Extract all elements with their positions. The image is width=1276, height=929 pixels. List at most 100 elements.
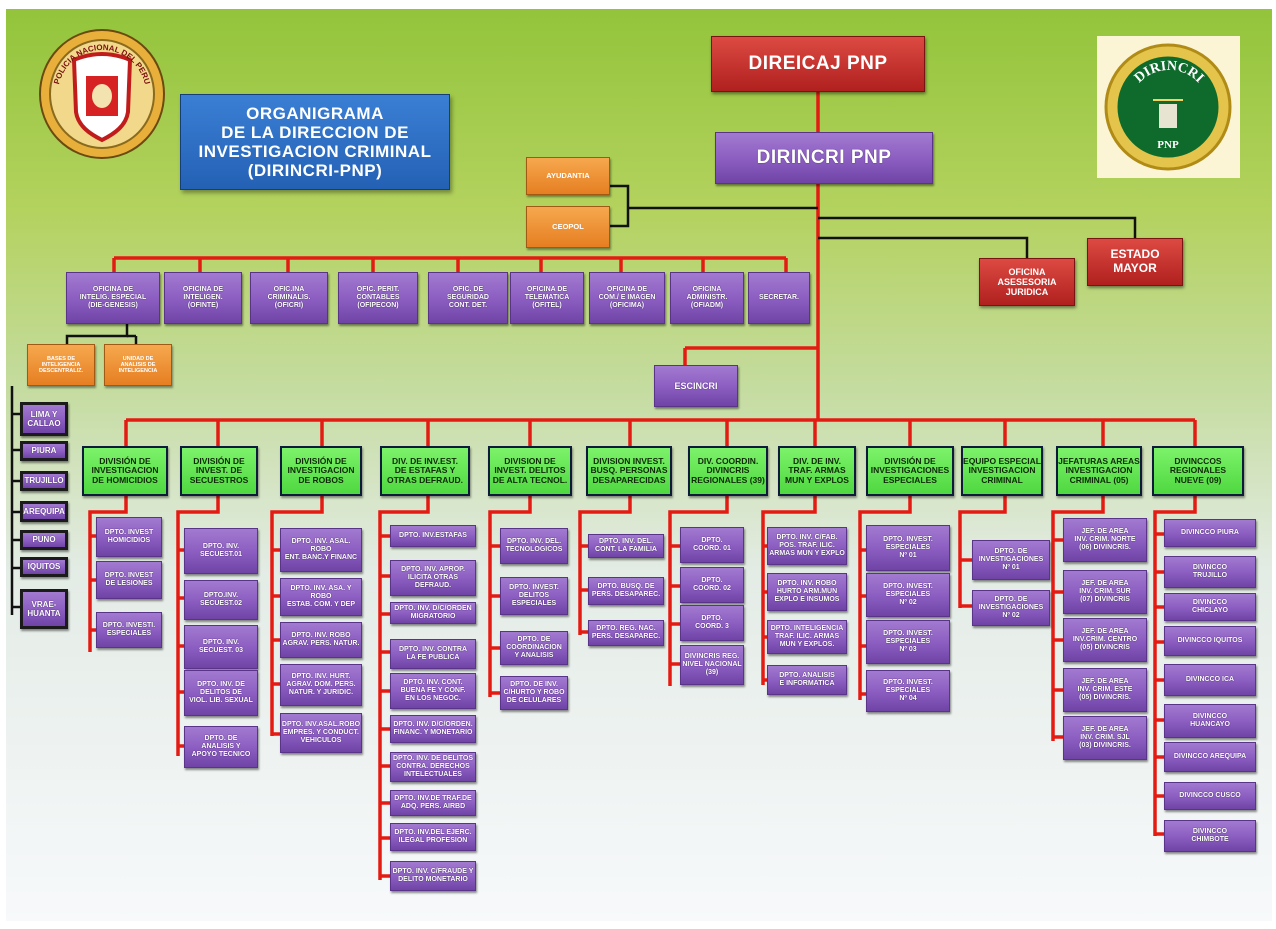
dept-box-9-3: DPTO. INVEST. ESPECIALES Nº 03 xyxy=(866,620,950,664)
dept-box-8-3: DPTO. INTELIGENCIA TRAF. ILIC. ARMAS MUN… xyxy=(767,620,847,654)
oficina-box-1: OFICINA DE INTELIG. ESPECIAL (DIE-GENESI… xyxy=(66,272,160,324)
dept-box-4-4: DPTO. INV. CONTRA LA FE PUBLICA xyxy=(390,639,476,669)
box-ayudantia: AYUDANTIA xyxy=(526,157,610,195)
dept-box-12-1: DIVINCCO PIURA xyxy=(1164,519,1256,547)
dept-box-6-2: DPTO. BUSQ. DE PERS. DESAPAREC. xyxy=(588,577,664,605)
dept-box-4-8: DPTO. INV.DE TRAF.DE ADQ. PERS. AIRBD xyxy=(390,790,476,816)
division-box-5: DIVISION DE INVEST. DELITOS DE ALTA TECN… xyxy=(488,446,572,496)
box-asesoria-juridica: OFICINA ASESESORIA JURIDICA xyxy=(979,258,1075,306)
dept-box-8-4: DPTO. ANALISIS E INFORMATICA xyxy=(767,665,847,695)
dept-box-5-1: DPTO. INV. DEL. TECNOLOGICOS xyxy=(500,528,568,564)
city-box-6: IQUITOS xyxy=(20,557,68,577)
dept-box-7-4: DIVINCRIS REG. NIVEL NACIONAL (39) xyxy=(680,645,744,685)
city-box-3: TRUJILLO xyxy=(20,471,68,491)
dept-box-12-6: DIVINCCO HUANCAYO xyxy=(1164,704,1256,738)
division-box-12: DIVINCCOS REGIONALES NUEVE (09) xyxy=(1152,446,1244,496)
right-logo-pnp-text: PNP xyxy=(1157,139,1179,151)
city-box-4: AREQUIPA xyxy=(20,501,68,522)
dept-box-7-3: DPTO. COORD. 3 xyxy=(680,605,744,641)
dept-box-2-2: DPTO.INV. SECUEST.02 xyxy=(184,580,258,620)
dept-box-12-3: DIVINCCO CHICLAYO xyxy=(1164,593,1256,621)
division-box-11: JEFATURAS AREAS INVESTIGACION CRIMINAL (… xyxy=(1056,446,1142,496)
dept-box-8-2: DPTO. INV. ROBO HURTO ARM.MUN EXPLO E IN… xyxy=(767,573,847,611)
oficina-box-4: OFIC. PERIT. CONTABLES (OFIPECON) xyxy=(338,272,418,324)
dept-box-12-5: DIVINCCO ICA xyxy=(1164,664,1256,696)
oficina-box-8: OFICINA ADMINISTR. (OFIADM) xyxy=(670,272,744,324)
dept-box-12-4: DIVINCCO IQUITOS xyxy=(1164,626,1256,656)
dept-box-1-3: DPTO. INVESTI. ESPECIALES xyxy=(96,612,162,648)
dept-box-8-1: DPTO. INV. C/FAB. POS. TRAF. ILIC. ARMAS… xyxy=(767,527,847,565)
dept-box-3-4: DPTO. INV. HURT. AGRAV. DOM. PERS. NATUR… xyxy=(280,664,362,706)
dept-box-3-3: DPTO. INV. ROBO AGRAV. PERS. NATUR. xyxy=(280,622,362,658)
dept-box-6-3: DPTO. REG. NAC. PERS. DESAPAREC. xyxy=(588,620,664,646)
dept-box-3-2: DPTO. INV. ASA. Y ROBO ESTAB. COM. Y DEP xyxy=(280,578,362,616)
box-ceopol: CEOPOL xyxy=(526,206,610,248)
division-box-4: DIV. DE INV.EST. DE ESTAFAS Y OTRAS DEFR… xyxy=(380,446,470,496)
box-escincri: ESCINCRI xyxy=(654,365,738,407)
city-box-1: LIMA Y CALLAO xyxy=(20,402,68,436)
dept-box-9-1: DPTO. INVEST. ESPECIALES Nº 01 xyxy=(866,525,950,571)
pnp-shield-logo: POLICIA NACIONAL DEL PERU xyxy=(36,26,168,160)
dept-box-2-5: DPTO. DE ANALISIS Y APOYO TECNICO xyxy=(184,726,258,768)
division-box-6: DIVISION INVEST. BUSQ. PERSONAS DESAPARE… xyxy=(586,446,672,496)
dept-box-5-2: DPTO. INVEST. DELITOS ESPECIALES xyxy=(500,577,568,615)
dept-box-3-5: DPTO. INV.ASAL.ROBO EMPRES. Y CONDUCT. V… xyxy=(280,713,362,753)
city-box-7: VRAE- HUANTA xyxy=(20,589,68,629)
dept-box-4-5: DPTO. INV. CONT. BUENA FE Y CONF. EN LOS… xyxy=(390,673,476,709)
dept-box-12-9: DIVINCCO CHIMBOTE xyxy=(1164,820,1256,852)
dept-box-1-2: DPTO. INVEST DE LESIONES xyxy=(96,561,162,599)
dept-box-11-3: JEF. DE AREA INV.CRIM. CENTRO (05) DIVIN… xyxy=(1063,618,1147,662)
dirincri-emblem-logo: DIRINCRI PNP xyxy=(1097,36,1240,178)
box-direicaj: DIREICAJ PNP xyxy=(711,36,925,92)
dept-box-11-2: JEF. DE AREA INV. CRIM. SUR (07) DIVINCR… xyxy=(1063,570,1147,614)
division-box-1: DIVISIÓN DE INVESTIGACION DE HOMICIDIOS xyxy=(82,446,168,496)
dept-box-2-4: DPTO. INV. DE DELITOS DE VIOL. LIB. SEXU… xyxy=(184,670,258,716)
dept-box-4-1: DPTO. INV.ESTAFAS xyxy=(390,525,476,547)
dept-box-9-2: DPTO. INVEST. ESPECIALES Nº 02 xyxy=(866,573,950,617)
box-estado-mayor: ESTADO MAYOR xyxy=(1087,238,1183,286)
dept-box-4-3: DPTO. INV. D/C/ORDEN MIGRATORIO xyxy=(390,602,476,624)
intel-unit-analisis: UNIDAD DE ANALISIS DE INTELIGENCIA xyxy=(104,344,172,386)
intel-unit-bases: BASES DE INTELIGENCIA DESCENTRALIZ. xyxy=(27,344,95,386)
dept-box-10-2: DPTO. DE INVESTIGACIONES Nº 02 xyxy=(972,590,1050,626)
dept-box-4-10: DPTO. INV. C/FRAUDE Y DELITO MONETARIO xyxy=(390,861,476,891)
dept-box-6-1: DPTO. INV. DEL. CONT. LA FAMILIA xyxy=(588,534,664,558)
dept-box-4-6: DPTO. INV. D/C/ORDEN. FINANC. Y MONETARI… xyxy=(390,715,476,743)
dept-box-7-1: DPTO. COORD. 01 xyxy=(680,527,744,563)
dept-box-5-4: DPTO. DE INV. C/HURTO Y ROBO DE CELULARE… xyxy=(500,676,568,710)
division-box-8: DIV. DE INV. TRAF. ARMAS MUN Y EXPLOS xyxy=(778,446,856,496)
division-box-9: DIVISIÓN DE INVESTIGACIONES ESPECIALES xyxy=(866,446,954,496)
dept-box-10-1: DPTO. DE INVESTIGACIONES Nº 01 xyxy=(972,540,1050,580)
oficina-box-3: OFIC.INA CRIMINALIS. (OFICRI) xyxy=(250,272,328,324)
division-box-7: DIV. COORDIN. DIVINCRIS REGIONALES (39) xyxy=(688,446,768,496)
dept-box-1-1: DPTO. INVEST HOMICIDIOS xyxy=(96,517,162,557)
oficina-box-7: OFICINA DE COM./ E IMAGEN (OFICIMA) xyxy=(589,272,665,324)
dept-box-11-5: JEF. DE AREA INV. CRIM. SJL (03) DIVINCR… xyxy=(1063,716,1147,760)
box-dirincri: DIRINCRI PNP xyxy=(715,132,933,184)
city-box-5: PUNO xyxy=(20,530,68,550)
dept-box-4-9: DPTO. INV.DEL EJERC. ILEGAL PROFESION xyxy=(390,823,476,851)
oficina-box-9: SECRETAR. xyxy=(748,272,810,324)
city-box-2: PIURA xyxy=(20,441,68,461)
oficina-box-5: OFIC. DE SEGURIDAD CONT. DET. xyxy=(428,272,508,324)
dept-box-5-3: DPTO. DE COORDINACION Y ANALISIS xyxy=(500,631,568,665)
oficina-box-6: OFICINA DE TELEMATICA (OFITEL) xyxy=(510,272,584,324)
dept-box-11-4: JEF. DE AREA INV. CRIM. ESTE (05) DIVINC… xyxy=(1063,668,1147,712)
dept-box-3-1: DPTO. INV. ASAL. ROBO ENT. BANC.Y FINANC xyxy=(280,528,362,572)
dept-box-2-3: DPTO. INV. SECUEST. 03 xyxy=(184,625,258,669)
division-box-10: EQUIPO ESPECIAL INVESTIGACION CRIMINAL xyxy=(961,446,1043,496)
dept-box-4-7: DPTO. INV. DE DELITOS CONTRA. DERECHOS I… xyxy=(390,752,476,782)
oficina-box-2: OFICINA DE INTELIGEN. (OFINTE) xyxy=(164,272,242,324)
dept-box-9-4: DPTO. INVEST. ESPECIALES Nº 04 xyxy=(866,670,950,712)
chart-title: ORGANIGRAMA DE LA DIRECCION DE INVESTIGA… xyxy=(180,94,450,190)
dept-box-4-2: DPTO. INV. APROP. ILICITA OTRAS DEFRAUD. xyxy=(390,560,476,596)
dept-box-7-2: DPTO. COORD. 02 xyxy=(680,567,744,603)
dept-box-11-1: JEF. DE AREA INV. CRIM. NORTE (06) DIVIN… xyxy=(1063,518,1147,562)
dept-box-12-7: DIVINCCO AREQUIPA xyxy=(1164,742,1256,772)
dept-box-2-1: DPTO. INV. SECUEST.01 xyxy=(184,528,258,574)
division-box-3: DIVISIÓN DE INVESTIGACION DE ROBOS xyxy=(280,446,362,496)
dept-box-12-2: DIVINCCO TRUJILLO xyxy=(1164,556,1256,588)
division-box-2: DIVISIÓN DE INVEST. DE SECUESTROS xyxy=(180,446,258,496)
